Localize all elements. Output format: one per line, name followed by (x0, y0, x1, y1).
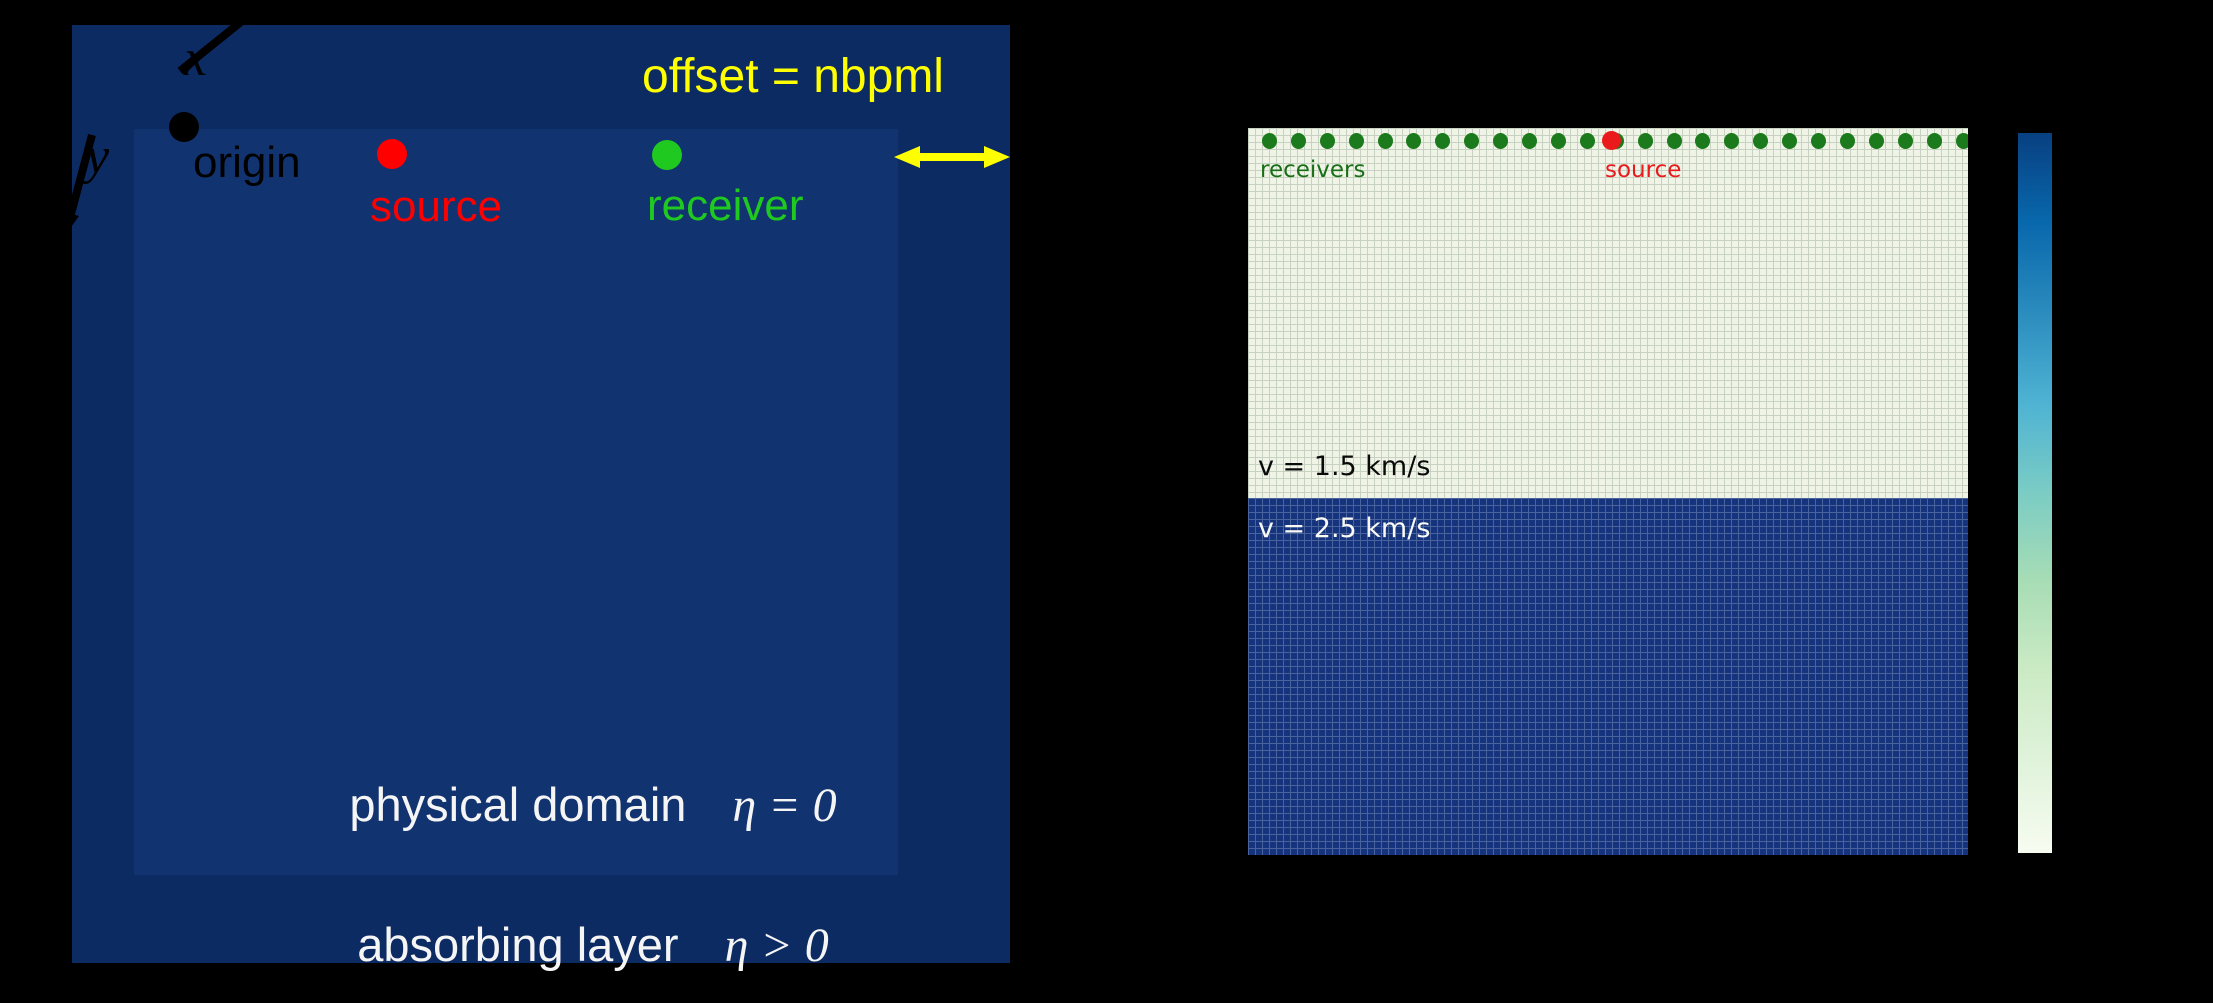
receiver-dot (1406, 133, 1422, 149)
absorbing-layer-text: absorbing layer (357, 918, 679, 971)
receiver-dot (1637, 133, 1653, 149)
eta-zero-equation: η = 0 (732, 779, 837, 832)
velocity-label-lower: v = 2.5 km/s (1258, 513, 1431, 544)
receiver-dot (1897, 133, 1913, 149)
receiver-dot (1811, 133, 1826, 149)
receiver-dot (1435, 133, 1451, 149)
x-axis-label: x (184, 30, 208, 87)
offset-nbpml-label: offset = nbpml (642, 50, 944, 103)
receiver-dot (1261, 133, 1277, 149)
physical-domain-caption: physical domain η = 0 (72, 777, 1010, 833)
model-source-label: source (1605, 157, 1682, 183)
receiver-dot (1377, 133, 1393, 149)
source-dot (377, 139, 407, 169)
velocity-colorbar (2018, 133, 2052, 853)
origin-dot (169, 112, 199, 142)
receiver-dot (1348, 133, 1364, 149)
velocity-model-plot: receivers source v = 1.5 km/s v = 2.5 km… (1248, 128, 1968, 855)
receiver-dot (1839, 133, 1855, 149)
physical-domain-text: physical domain (349, 778, 687, 831)
receiver-dot (1579, 133, 1595, 149)
receiver-dot (1782, 133, 1798, 149)
receiver-dot (1868, 133, 1884, 149)
water-layer-region (1248, 128, 1968, 498)
receiver-dot (1955, 133, 1968, 149)
absorbing-layer-caption: absorbing layer η > 0 (72, 917, 1010, 973)
receiver-dot (1522, 133, 1537, 149)
receiver-dot (1666, 133, 1682, 149)
model-source-dot (1602, 131, 1621, 150)
rock-layer-region (1248, 498, 1968, 855)
receiver-dot (1550, 133, 1566, 149)
receiver-dot (652, 140, 682, 170)
origin-label: origin (193, 138, 301, 187)
receiver-dot (1926, 133, 1942, 149)
receiver-dot (1319, 133, 1335, 149)
receivers-label: receivers (1260, 157, 1366, 183)
receiver-dot (1724, 133, 1740, 149)
y-axis-label: y (86, 128, 110, 185)
eta-positive-equation: η > 0 (724, 919, 829, 972)
offset-double-arrow-icon (894, 146, 1010, 168)
receiver-dot (1493, 133, 1509, 149)
receiver-dot (1753, 133, 1769, 149)
receiver-dot (1290, 133, 1306, 149)
receiver-label: receiver (647, 181, 804, 230)
receiver-dot (1695, 133, 1711, 149)
physical-domain-region (134, 129, 898, 875)
source-label: source (370, 182, 503, 231)
absorbing-layer-diagram: origin x y source receiver offset = nbpm… (72, 25, 1010, 972)
receiver-dot (1464, 133, 1480, 149)
velocity-label-upper: v = 1.5 km/s (1258, 451, 1431, 482)
